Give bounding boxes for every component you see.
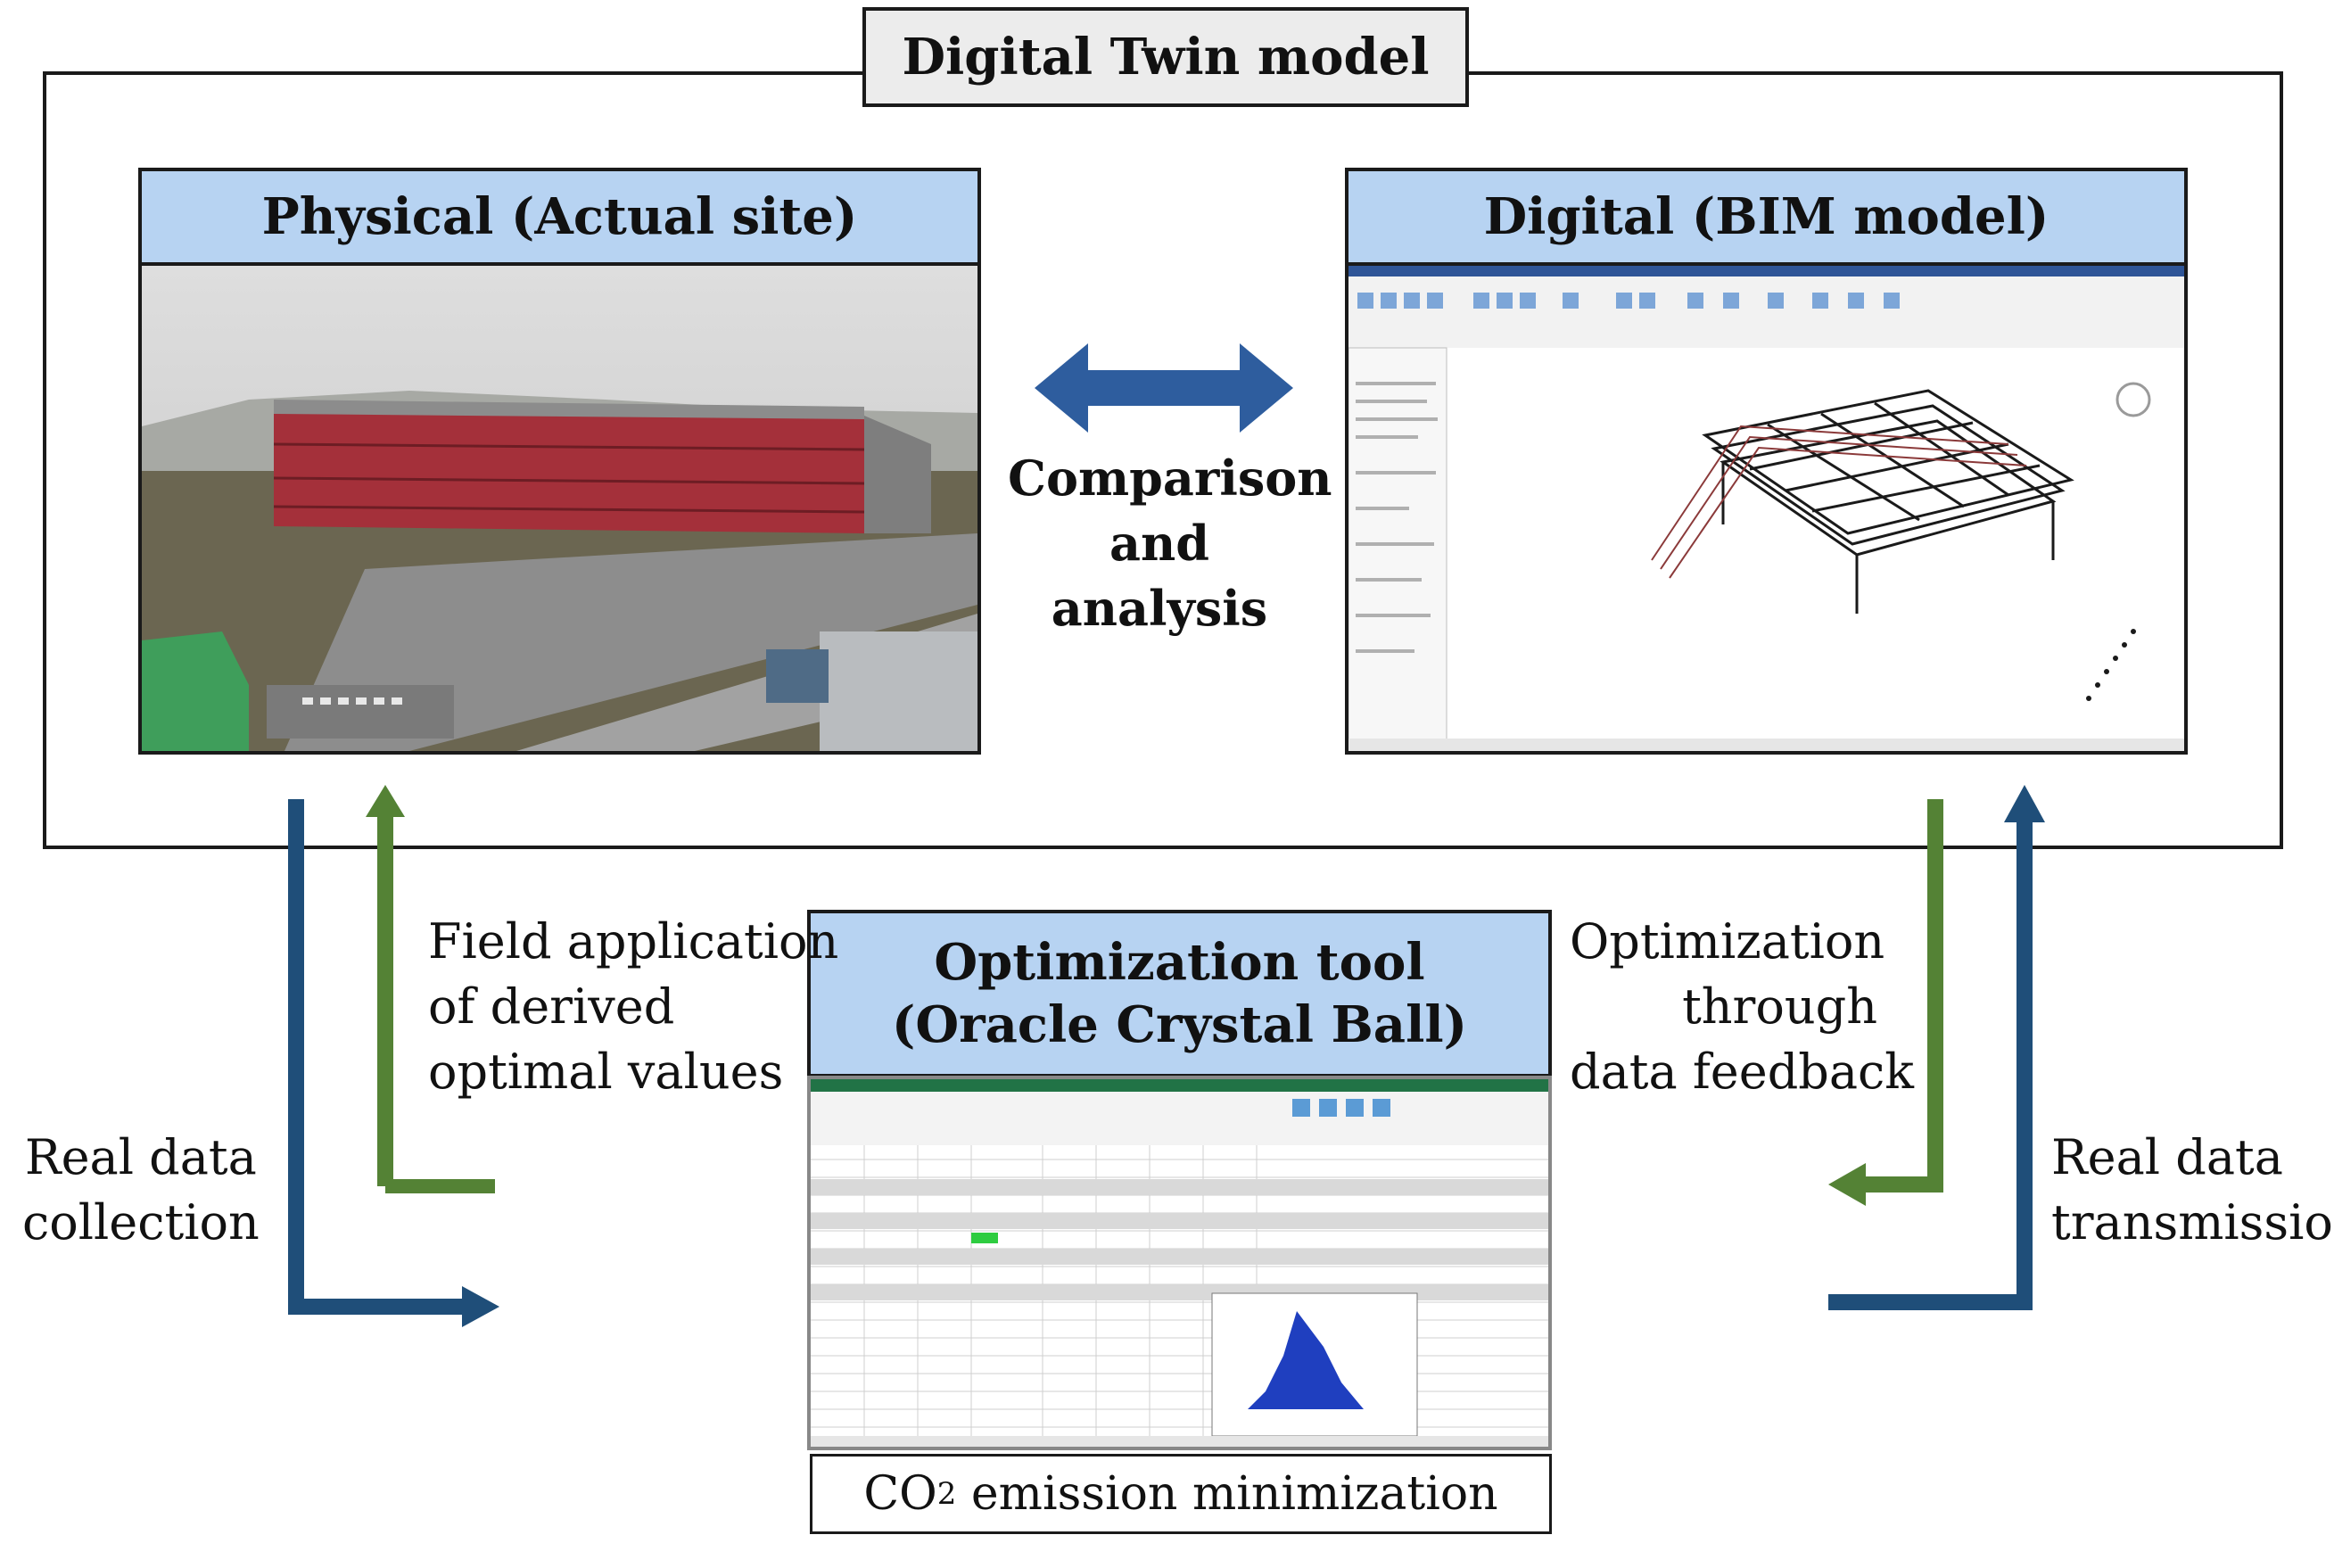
real-data-collection-line-1: Real data bbox=[24, 1129, 257, 1185]
optimization-feedback-line-2: through bbox=[1682, 978, 1877, 1035]
real-data-transmission-line-1: Real data bbox=[2051, 1129, 2283, 1185]
real-data-transmission-arrow bbox=[1828, 816, 2033, 1310]
optimization-feedback-label: Optimization through data feedback bbox=[1570, 910, 1915, 1105]
construction-site-image bbox=[142, 266, 977, 751]
optimization-tool-line-2: (Oracle Crystal Ball) bbox=[891, 995, 1468, 1054]
co2-suffix: emission minimization bbox=[956, 1467, 1498, 1521]
field-application-line-2: of derived bbox=[428, 978, 675, 1035]
real-data-collection-label: Real data collection bbox=[22, 1126, 260, 1256]
bim-model-screenshot bbox=[1345, 262, 2188, 755]
co2-subscript: 2 bbox=[936, 1476, 957, 1512]
field-application-label: Field application of derived optimal val… bbox=[428, 910, 838, 1105]
actual-site-photo bbox=[138, 262, 981, 755]
real-data-transmission-arrowhead bbox=[2004, 785, 2045, 822]
optimization-feedback-arrowhead bbox=[1828, 1163, 1866, 1206]
comparison-analysis-text: Comparison and analysis bbox=[1008, 446, 1332, 641]
co2-prefix: CO bbox=[863, 1467, 937, 1521]
digital-twin-title: Digital Twin model bbox=[862, 7, 1469, 107]
field-application-line-3: optimal values bbox=[428, 1043, 784, 1100]
spreadsheet-image bbox=[811, 1079, 1548, 1447]
real-data-transmission-line-2: transmission bbox=[2051, 1193, 2334, 1250]
optimization-tool-line-1: Optimization tool bbox=[934, 933, 1425, 992]
optimization-tool-heading: Optimization tool (Oracle Crystal Ball) bbox=[807, 910, 1552, 1077]
field-application-line-1: Field application bbox=[428, 913, 839, 970]
comparison-line-3: analysis bbox=[1051, 579, 1268, 637]
digital-heading: Digital (BIM model) bbox=[1345, 168, 2188, 266]
optimization-feedback-arrow bbox=[1860, 799, 1943, 1193]
comparison-line-1: Comparison bbox=[1008, 450, 1332, 507]
left-flow-arrows bbox=[288, 785, 499, 1327]
real-data-collection-line-2: collection bbox=[22, 1193, 260, 1250]
physical-heading: Physical (Actual site) bbox=[138, 168, 981, 266]
optimization-feedback-line-1: Optimization bbox=[1570, 913, 1885, 970]
right-flow-arrows bbox=[1828, 785, 2045, 1310]
field-application-arrowhead bbox=[366, 785, 405, 817]
bim-software-image bbox=[1348, 266, 2184, 751]
real-data-collection-arrowhead bbox=[462, 1286, 499, 1327]
real-data-collection-arrow bbox=[288, 799, 468, 1315]
crystal-ball-spreadsheet bbox=[807, 1076, 1552, 1450]
comparison-double-arrow bbox=[1035, 343, 1293, 433]
comparison-line-2: and bbox=[1109, 514, 1209, 572]
real-data-transmission-label: Real data transmission bbox=[2051, 1126, 2334, 1256]
optimization-feedback-line-3: data feedback bbox=[1570, 1043, 1915, 1100]
